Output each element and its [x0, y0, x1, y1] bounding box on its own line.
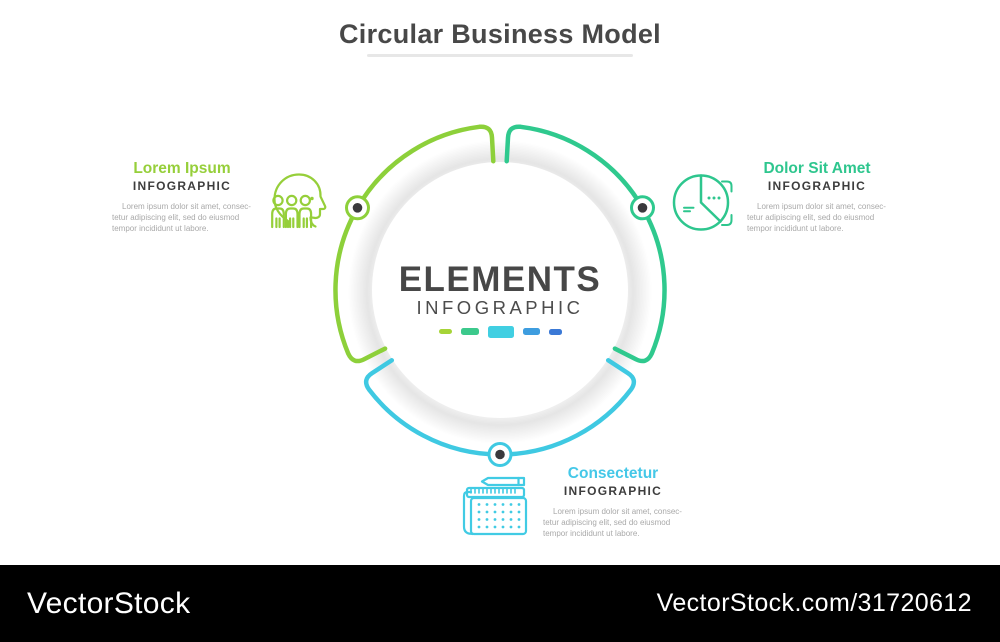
dash-azure: [522, 328, 540, 335]
color-dash-row: [350, 325, 650, 338]
body-line: tempor incididunt ut labore.: [543, 529, 640, 539]
center-title: ELEMENTS: [398, 260, 602, 299]
section-title: Dolor Sit Amet: [763, 160, 871, 177]
node-cyan: [487, 442, 513, 467]
body-line: tetur adipiscing elit, sed do eiusmod: [747, 213, 875, 223]
body-line: Lorem ipsum dolor sit amet, consec-: [122, 202, 251, 212]
section-subtitle: INFOGRAPHIC: [132, 179, 232, 194]
body-line: tempor incididunt ut labore.: [747, 224, 844, 234]
section-right: Dolor Sit Amet INFOGRAPHIC Lorem ipsum d…: [747, 160, 887, 234]
body-line: tetur adipiscing elit, sed do eiusmod: [543, 518, 671, 528]
vectorstock-url: VectorStock.com/31720612: [656, 589, 972, 617]
center-subtitle: INFOGRAPHIC: [416, 297, 584, 318]
section-body: Lorem ipsum dolor sit amet, consec- tetu…: [112, 201, 252, 234]
page-title: Circular Business Model: [339, 19, 661, 49]
dash-cyan: [487, 325, 514, 338]
dash-emerald: [460, 328, 479, 335]
section-subtitle: INFOGRAPHIC: [767, 179, 867, 194]
planner-icon: [462, 476, 528, 536]
section-left: Lorem Ipsum INFOGRAPHIC Lorem ipsum dolo…: [112, 160, 252, 234]
center-circle: [372, 162, 628, 418]
section-title: Consectetur: [567, 465, 659, 482]
section-bottom: Consectetur INFOGRAPHIC Lorem ipsum dolo…: [543, 465, 683, 539]
node-green: [345, 195, 370, 221]
center-label: ELEMENTS INFOGRAPHIC: [350, 262, 650, 338]
dash-blue: [548, 328, 562, 335]
vectorstock-brand: VectorStock: [27, 586, 191, 620]
body-line: Lorem ipsum dolor sit amet, consec-: [757, 202, 886, 212]
section-body: Lorem ipsum dolor sit amet, consec- tetu…: [543, 506, 683, 539]
dash-green: [438, 329, 452, 334]
body-line: tempor incididunt ut labore.: [112, 224, 209, 234]
circular-ring-diagram: [333, 124, 667, 467]
pie-chart-icon: [672, 174, 733, 231]
section-title: Lorem Ipsum: [133, 160, 231, 177]
team-head-icon: [271, 173, 327, 229]
watermark-bar: VectorStock VectorStock.com/31720612: [0, 565, 1000, 642]
section-subtitle: INFOGRAPHIC: [563, 484, 663, 499]
body-line: Lorem ipsum dolor sit amet, consec-: [553, 507, 682, 517]
body-line: tetur adipiscing elit, sed do eiusmod: [112, 213, 240, 223]
section-body: Lorem ipsum dolor sit amet, consec- tetu…: [747, 201, 887, 234]
node-teal: [630, 195, 655, 221]
title-underline: [367, 54, 633, 57]
